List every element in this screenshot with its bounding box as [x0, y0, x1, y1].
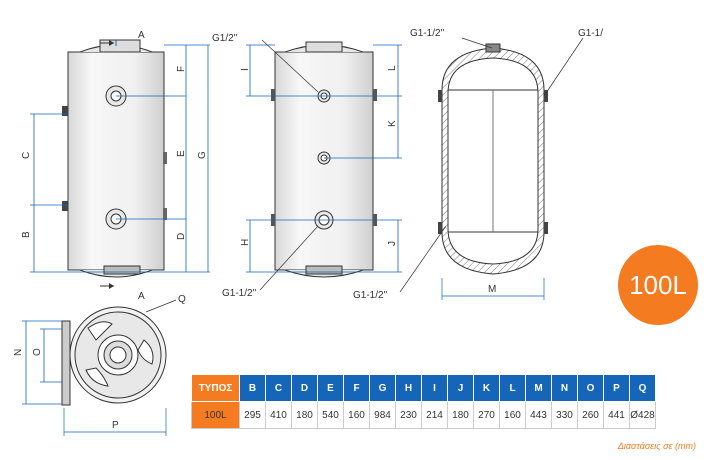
front-view: G1/2" G1-1/2" I H L K J — [212, 33, 402, 299]
table-header-cell: O — [577, 374, 604, 402]
dim-label-o: O — [32, 348, 43, 356]
dim-label-a-top: A — [138, 30, 145, 41]
table-cell: 214 — [421, 401, 448, 429]
dim-label-p: P — [112, 420, 119, 431]
table-header-cell: M — [525, 374, 552, 402]
dimension-table: ΤΥΠΟΣ B C D E F G H I J K L M N O P Q 10… — [191, 374, 656, 429]
table-header-cell: L — [499, 374, 526, 402]
units-note: Διαστάσεις σε (mm) — [617, 441, 696, 451]
section-bottom-fitting-label: G1-1/2" — [353, 290, 388, 301]
table-header-cell: J — [447, 374, 474, 402]
table-cell: 260 — [577, 401, 604, 429]
front-bottom-fitting-label: G1-1/2" — [222, 288, 257, 299]
dim-label-q: Q — [178, 294, 186, 305]
table-cell: 441 — [603, 401, 630, 429]
capacity-badge: 100L — [618, 245, 698, 325]
table-cell: 270 — [473, 401, 500, 429]
table-cell: Ø428 — [629, 401, 656, 429]
section-top-right-fitting-label: G1-1/ — [578, 28, 603, 39]
dim-label-h: H — [240, 239, 251, 246]
top-view: N O P Q — [13, 294, 186, 436]
front-top-fitting-label: G1/2" — [212, 33, 238, 44]
table-header-type: ΤΥΠΟΣ — [191, 374, 240, 402]
table-header-cell: N — [551, 374, 578, 402]
table-cell: 443 — [525, 401, 552, 429]
dim-label-i: I — [240, 68, 251, 71]
dim-label-d: D — [176, 233, 187, 240]
table-cell: 295 — [239, 401, 266, 429]
table-cell: 230 — [395, 401, 422, 429]
table-header-cell: F — [343, 374, 370, 402]
dim-label-b: B — [21, 231, 32, 238]
dim-label-n: N — [13, 349, 24, 356]
dim-label-g: G — [197, 151, 208, 159]
table-cell: 330 — [551, 401, 578, 429]
table-row: 100L 295 410 180 540 160 984 230 214 180… — [191, 401, 656, 429]
table-header-row: ΤΥΠΟΣ B C D E F G H I J K L M N O P Q — [191, 374, 656, 402]
dim-label-j: J — [387, 241, 398, 246]
table-header-cell: G — [369, 374, 396, 402]
table-cell: 160 — [499, 401, 526, 429]
dim-label-f: F — [176, 66, 187, 72]
section-top-left-fitting-label: G1-1/2" — [410, 28, 445, 39]
table-header-cell: Q — [629, 374, 656, 402]
table-cell: 410 — [265, 401, 292, 429]
dim-label-l: L — [387, 65, 398, 71]
dim-label-m: M — [488, 284, 496, 295]
side-view: A A C B F E D G — [21, 30, 210, 302]
table-header-cell: C — [265, 374, 292, 402]
table-cell: 984 — [369, 401, 396, 429]
table-cell: 180 — [291, 401, 318, 429]
table-header-cell: H — [395, 374, 422, 402]
dim-label-a-bottom: A — [138, 291, 145, 302]
table-header-cell: P — [603, 374, 630, 402]
table-header-cell: E — [317, 374, 344, 402]
table-cell: 180 — [447, 401, 474, 429]
table-cell: 160 — [343, 401, 370, 429]
section-view: G1-1/2" G1-1/ G1-1/2" M — [353, 28, 603, 301]
table-header-cell: D — [291, 374, 318, 402]
table-row-model: 100L — [191, 401, 240, 429]
table-header-cell: K — [473, 374, 500, 402]
table-header-cell: B — [239, 374, 266, 402]
dim-label-k: K — [387, 120, 398, 127]
table-cell: 540 — [317, 401, 344, 429]
dim-label-c: C — [21, 152, 32, 159]
dim-label-e: E — [176, 150, 187, 157]
table-header-cell: I — [421, 374, 448, 402]
